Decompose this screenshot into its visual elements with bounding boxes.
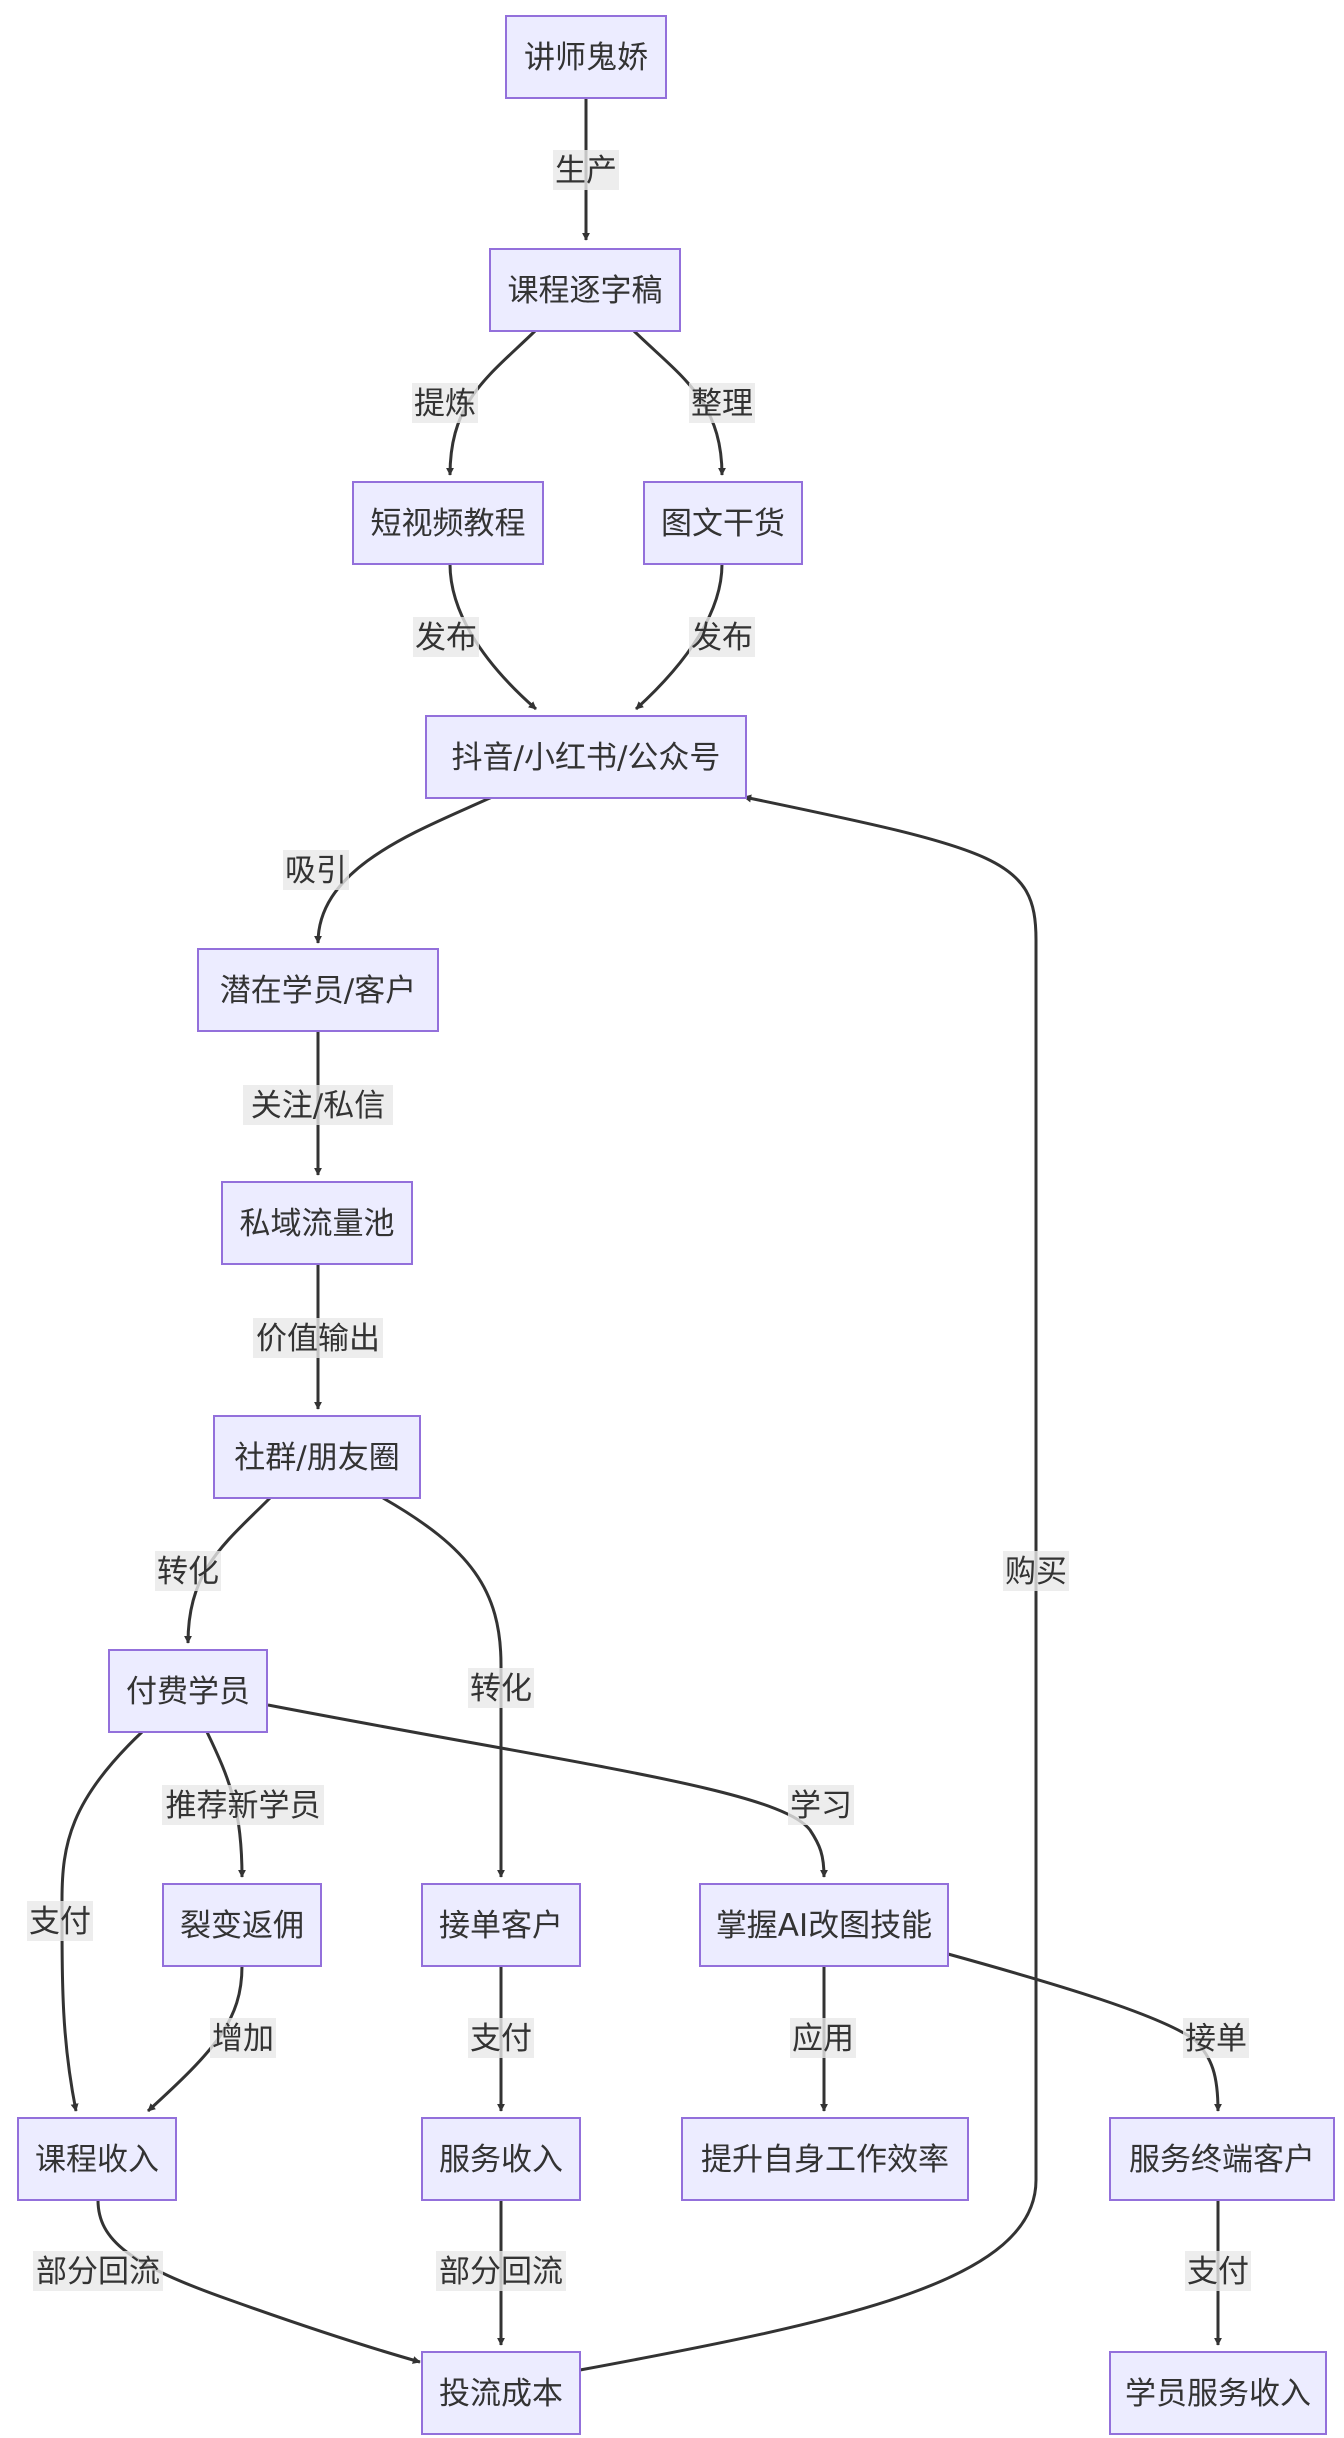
svg-text:应用: 应用 (792, 2021, 854, 2057)
svg-text:生产: 生产 (555, 153, 617, 189)
svg-text:提炼: 提炼 (414, 386, 476, 422)
svg-text:服务收入: 服务收入 (439, 2142, 563, 2178)
svg-text:抖音/小红书/公众号: 抖音/小红书/公众号 (452, 740, 721, 776)
svg-text:支付: 支付 (470, 2021, 532, 2057)
svg-text:发布: 发布 (691, 620, 753, 656)
node-service-income: 服务收入 (421, 2117, 581, 2201)
node-community: 社群/朋友圈 (213, 1415, 421, 1499)
svg-text:增加: 增加 (212, 2021, 274, 2057)
edge-label-convert-1: 转化 (155, 1551, 221, 1591)
edge-label-follow-dm: 关注/私信 (243, 1085, 393, 1125)
node-lecturer: 讲师鬼娇 (505, 15, 667, 99)
svg-text:私域流量池: 私域流量池 (240, 1206, 395, 1242)
svg-text:整理: 整理 (691, 386, 753, 422)
svg-text:价值输出: 价值输出 (256, 1321, 380, 1357)
svg-text:裂变返佣: 裂变返佣 (180, 1908, 304, 1944)
node-referral: 裂变返佣 (162, 1883, 322, 1967)
edge-label-attract: 吸引 (283, 850, 349, 890)
edge-label-convert-2: 转化 (468, 1668, 534, 1708)
svg-text:学习: 学习 (790, 1788, 852, 1824)
svg-text:支付: 支付 (29, 1904, 91, 1940)
node-student-income: 学员服务收入 (1109, 2351, 1327, 2435)
svg-text:社群/朋友圈: 社群/朋友圈 (234, 1440, 399, 1476)
node-end-clients: 服务终端客户 (1109, 2117, 1335, 2201)
svg-text:短视频教程: 短视频教程 (371, 506, 526, 542)
edge-label-refine: 提炼 (412, 383, 478, 423)
node-ad-cost: 投流成本 (421, 2351, 581, 2435)
node-article: 图文干货 (643, 481, 803, 565)
svg-text:学员服务收入: 学员服务收入 (1125, 2376, 1311, 2412)
edge-label-pay-1: 支付 (27, 1901, 93, 1941)
svg-text:服务终端客户: 服务终端客户 (1129, 2142, 1315, 2178)
svg-text:推荐新学员: 推荐新学员 (166, 1788, 321, 1824)
svg-text:讲师鬼娇: 讲师鬼娇 (524, 40, 648, 76)
svg-text:部分回流: 部分回流 (439, 2254, 563, 2290)
svg-text:提升自身工作效率: 提升自身工作效率 (701, 2142, 949, 2178)
svg-text:付费学员: 付费学员 (126, 1674, 250, 1710)
svg-text:接单客户: 接单客户 (439, 1908, 563, 1944)
edge-label-apply: 应用 (790, 2018, 856, 2058)
svg-text:接单: 接单 (1185, 2021, 1247, 2057)
node-prospects: 潜在学员/客户 (197, 948, 439, 1032)
edge-label-value-output: 价值输出 (253, 1318, 383, 1358)
svg-text:发布: 发布 (415, 620, 477, 656)
node-efficiency: 提升自身工作效率 (681, 2117, 969, 2201)
node-transcript: 课程逐字稿 (489, 248, 681, 332)
svg-text:课程收入: 课程收入 (35, 2142, 159, 2178)
edge-label-produce: 生产 (553, 150, 619, 190)
node-platforms: 抖音/小红书/公众号 (425, 715, 747, 799)
svg-text:转化: 转化 (157, 1554, 219, 1590)
edge-label-pay-2: 支付 (468, 2018, 534, 2058)
edge-label-publish-1: 发布 (413, 617, 479, 657)
edge-label-increase: 增加 (210, 2018, 276, 2058)
edge-label-backflow-2: 部分回流 (436, 2251, 566, 2291)
node-course-income: 课程收入 (17, 2117, 177, 2201)
node-short-video: 短视频教程 (352, 481, 544, 565)
svg-text:关注/私信: 关注/私信 (251, 1088, 385, 1124)
svg-text:潜在学员/客户: 潜在学员/客户 (220, 973, 416, 1009)
edge-ai-skill-to-end-clients (947, 1952, 1222, 2112)
edge-label-backflow-1: 部分回流 (33, 2251, 163, 2291)
svg-text:支付: 支付 (1187, 2254, 1249, 2290)
edge-label-learn: 学习 (788, 1785, 854, 1825)
edge-label-pay-3: 支付 (1185, 2251, 1251, 2291)
svg-text:课程逐字稿: 课程逐字稿 (508, 273, 663, 309)
edge-label-recommend: 推荐新学员 (162, 1785, 324, 1825)
edge-label-buy: 购买 (1003, 1551, 1069, 1591)
node-ai-skill: 掌握AI改图技能 (699, 1883, 949, 1967)
node-paid-students: 付费学员 (108, 1649, 268, 1733)
edge-course-income-to-ad-cost (96, 2199, 421, 2364)
edge-paid-to-course-income (60, 1730, 144, 2112)
edge-community-to-order-clients (382, 1496, 505, 1878)
svg-text:投流成本: 投流成本 (439, 2376, 563, 2412)
edge-label-organize: 整理 (689, 383, 755, 423)
edge-paid-to-ai-skill (267, 1703, 828, 1878)
edge-platforms-to-prospects (314, 795, 493, 944)
svg-text:掌握AI改图技能: 掌握AI改图技能 (716, 1908, 932, 1944)
svg-text:购买: 购买 (1005, 1554, 1067, 1590)
svg-text:图文干货: 图文干货 (661, 506, 785, 542)
edge-label-take-orders: 接单 (1183, 2018, 1249, 2058)
edge-label-publish-2: 发布 (689, 617, 755, 657)
svg-text:吸引: 吸引 (285, 853, 347, 889)
node-order-clients: 接单客户 (421, 1883, 581, 1967)
svg-text:部分回流: 部分回流 (36, 2254, 160, 2290)
svg-text:转化: 转化 (470, 1671, 532, 1707)
edge-ad-cost-to-platforms (579, 794, 1038, 2372)
node-private-pool: 私域流量池 (221, 1181, 413, 1265)
